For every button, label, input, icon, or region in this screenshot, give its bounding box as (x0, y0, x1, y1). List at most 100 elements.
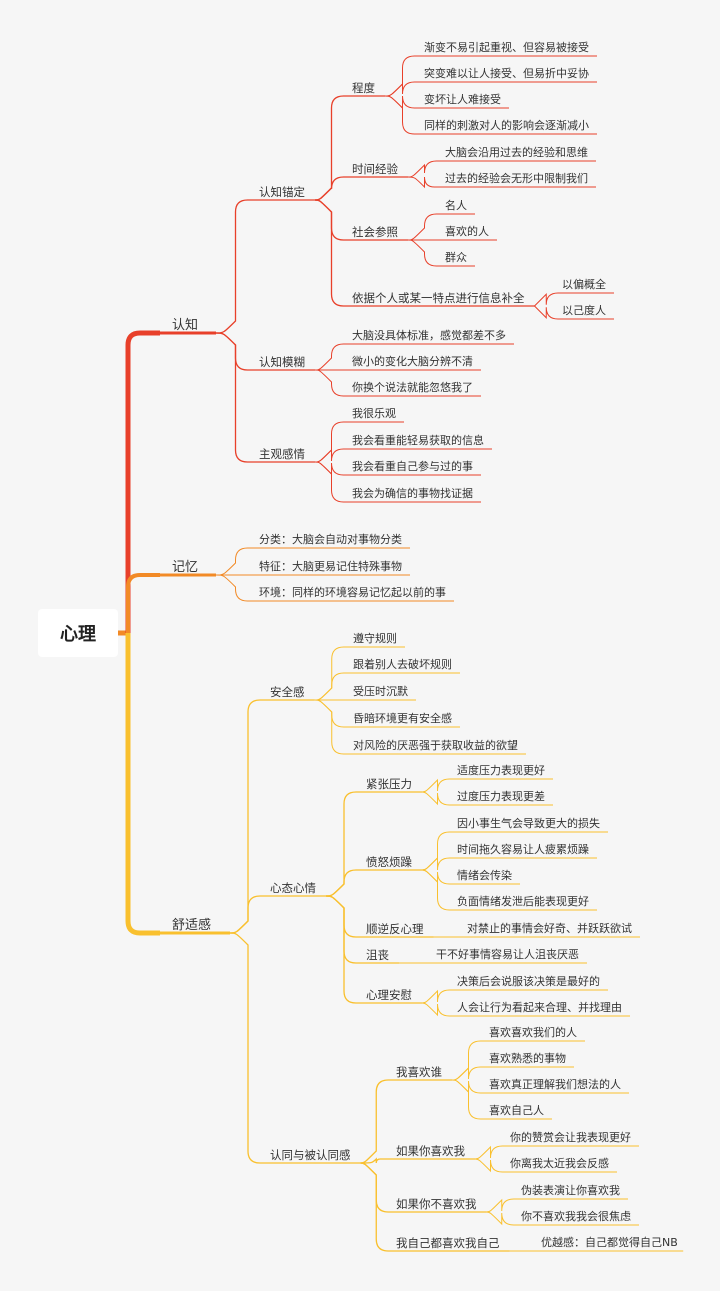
root-node[interactable]: 心理 (38, 609, 118, 657)
leaf-degree-3[interactable]: 同样的刺激对人的影响会逐渐减小 (424, 119, 589, 132)
node-mindset[interactable]: 心态心情 (270, 881, 316, 895)
leaf-degree-0[interactable]: 渐变不易引起重视、但容易被接受 (424, 41, 589, 54)
leaf-fuzzy-0[interactable]: 大脑没具体标准，感觉都差不多 (352, 329, 506, 342)
leaf-subjective-1[interactable]: 我会看重能轻易获取的信息 (352, 434, 484, 447)
leaf-anger-0[interactable]: 因小事生气会导致更大的损失 (457, 817, 600, 830)
node-anchoring-link (215, 199, 255, 334)
node-anger[interactable]: 愤怒烦躁 (366, 855, 412, 869)
leaf-memory-2[interactable]: 环境：同样的环境容易记忆起以前的事 (259, 586, 446, 599)
leaf-if-not-0[interactable]: 伪装表演让你喜欢我 (521, 1184, 620, 1197)
leaf-social-2[interactable]: 群众 (445, 251, 467, 264)
leaf-tension-link-0 (421, 778, 453, 793)
leaf-fuzzy-2[interactable]: 你换个说法就能忽悠我了 (352, 381, 473, 394)
node-experience[interactable]: 时间经验 (352, 162, 398, 176)
leaf-if-not-1[interactable]: 你不喜欢我我会很焦虑 (521, 1210, 631, 1223)
leaf-comfort-mind-0[interactable]: 决策后会说服该决策是最好的 (457, 975, 600, 988)
leaf-subjective-2[interactable]: 我会看重自己参与过的事 (352, 460, 473, 473)
leaf-if-like-0[interactable]: 你的赞赏会让我表现更好 (510, 1131, 631, 1144)
leaf-experience-0[interactable]: 大脑会沿用过去的经验和思维 (445, 146, 588, 159)
node-self-link (360, 1162, 392, 1252)
leaf-tension-0[interactable]: 适度压力表现更好 (457, 764, 545, 777)
leaf-security-4[interactable]: 对风险的厌恶强于获取收益的欲望 (353, 739, 518, 752)
leaf-comfort-mind-link-1 (421, 1002, 453, 1017)
leaf-comfort-mind-1[interactable]: 人会让行为看起来合理、并找理由 (457, 1001, 622, 1014)
node-security[interactable]: 安全感 (270, 685, 305, 699)
leaf-subjective-link-2 (314, 461, 348, 476)
branch-memory[interactable]: 记忆 (172, 560, 199, 575)
leaf-degree-link-1 (384, 81, 420, 97)
node-social[interactable]: 社会参照 (352, 225, 398, 239)
leaf-fuzzy-1[interactable]: 微小的变化大脑分辨不清 (352, 355, 473, 368)
node-frustration[interactable]: 沮丧 (366, 948, 389, 962)
node-reverse[interactable]: 顺逆反心理 (366, 922, 424, 936)
leaf-security-1[interactable]: 跟着别人去破坏规则 (353, 658, 452, 671)
leaf-self-0[interactable]: 优越感：自己都觉得自己NB (541, 1236, 678, 1249)
leaf-security-0[interactable]: 遵守规则 (353, 632, 397, 645)
trunk-comfort (125, 633, 160, 936)
node-degree[interactable]: 程度 (352, 81, 375, 95)
leaf-security-3[interactable]: 昏暗环境更有安全感 (353, 712, 452, 725)
leaf-anger-1[interactable]: 时间拖久容易让人疲累烦躁 (457, 843, 589, 856)
node-who[interactable]: 我喜欢谁 (396, 1065, 442, 1079)
leaf-social-1[interactable]: 喜欢的人 (445, 225, 489, 238)
leaf-fuzzy-link-0 (314, 343, 348, 371)
leaf-if-not-link-1 (486, 1211, 517, 1226)
leaf-degree-link-2 (384, 95, 420, 110)
leaf-experience-link-1 (407, 176, 441, 189)
leaf-tension-1[interactable]: 过度压力表现更差 (457, 790, 545, 803)
node-security-link (229, 699, 266, 934)
leaf-who-1[interactable]: 喜欢熟悉的事物 (489, 1052, 566, 1065)
leaf-who-2[interactable]: 喜欢真正理解我们想法的人 (489, 1078, 621, 1091)
leaf-memory-link-2 (215, 574, 255, 602)
node-identity-link (229, 932, 266, 1164)
leaf-anger-3[interactable]: 负面情绪发泄后能表现更好 (457, 895, 589, 908)
leaf-fuzzy-link-2 (314, 369, 348, 397)
leaf-social-0[interactable]: 名人 (445, 199, 467, 212)
leaf-if-like-1[interactable]: 你离我太近我会反感 (510, 1157, 609, 1170)
leaf-who-0[interactable]: 喜欢喜欢我们的人 (489, 1026, 577, 1039)
node-self[interactable]: 我自己都喜欢我自己 (396, 1236, 500, 1250)
node-subjective[interactable]: 主观感情 (259, 447, 305, 461)
leaf-social-link-0 (407, 213, 441, 241)
leaf-comfort-mind-link-0 (421, 989, 453, 1004)
leaf-fill-0[interactable]: 以偏概全 (562, 278, 606, 291)
node-if-not[interactable]: 如果你不喜欢我 (396, 1197, 477, 1211)
leaf-who-3[interactable]: 喜欢自己人 (489, 1104, 544, 1117)
branch-cognition[interactable]: 认知 (172, 318, 199, 333)
leaf-anger-link-1 (421, 856, 453, 871)
node-subjective-link (215, 332, 255, 463)
leaf-fill-1[interactable]: 以己度人 (562, 304, 606, 317)
leaf-memory-0[interactable]: 分类：大脑会自动对事物分类 (259, 533, 402, 546)
node-who-link (360, 1079, 392, 1164)
node-fill-link (314, 199, 348, 307)
node-anger-link (325, 869, 362, 897)
leaf-if-not-link-0 (486, 1198, 517, 1213)
node-fuzzy[interactable]: 认知模糊 (259, 355, 305, 369)
trunk-memory (126, 573, 160, 633)
leaf-subjective-0[interactable]: 我很乐观 (352, 407, 396, 420)
leaf-subjective-3[interactable]: 我会为确信的事物找证据 (352, 487, 473, 500)
leaf-frustration-0[interactable]: 干不好事情容易让人沮丧厌恶 (436, 948, 579, 961)
branch-comfort[interactable]: 舒适感 (172, 918, 212, 933)
node-tension[interactable]: 紧张压力 (366, 777, 412, 791)
leaf-experience-1[interactable]: 过去的经验会无形中限制我们 (445, 172, 588, 185)
leaf-anger-link-3 (421, 869, 453, 911)
leaf-experience-link-0 (407, 160, 441, 178)
node-comfort-mind[interactable]: 心理安慰 (366, 988, 412, 1002)
leaf-anger-2[interactable]: 情绪会传染 (457, 869, 512, 882)
node-fill[interactable]: 依据个人或某一特点进行信息补全 (352, 291, 525, 305)
leaf-degree-2[interactable]: 变坏让人难接受 (424, 93, 501, 106)
node-if-like-link (360, 1157, 392, 1164)
node-comfort-mind-link (325, 895, 362, 1004)
leaf-reverse-0[interactable]: 对禁止的事情会好奇、并跃跃欲试 (467, 922, 632, 935)
leaf-degree-1[interactable]: 突变难以让人接受、但易折中妥协 (424, 67, 589, 80)
node-anchoring[interactable]: 认知锚定 (259, 185, 305, 199)
node-identity[interactable]: 认同与被认同感 (270, 1148, 351, 1162)
leaf-fill-link-0 (534, 292, 559, 307)
leaf-tension-link-1 (421, 791, 453, 806)
leaf-memory-1[interactable]: 特征：大脑更易记住特殊事物 (259, 560, 402, 573)
leaf-security-2[interactable]: 受压时沉默 (353, 685, 408, 698)
node-if-like[interactable]: 如果你喜欢我 (396, 1144, 465, 1158)
